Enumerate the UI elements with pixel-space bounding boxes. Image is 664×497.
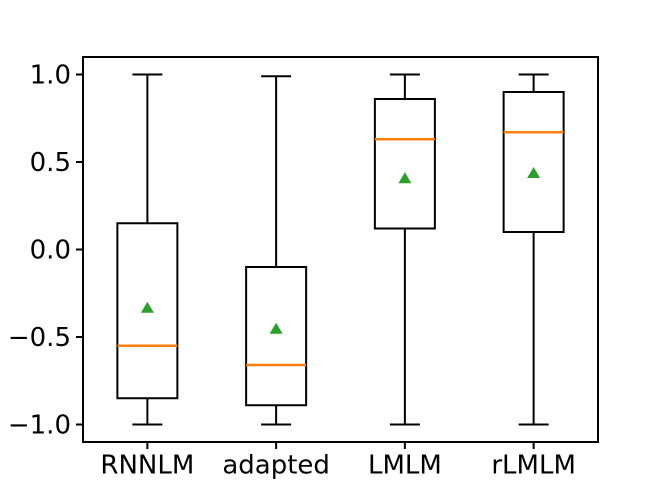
x-tick-label: RNNLM	[100, 451, 194, 481]
y-tick-label: 1.0	[30, 61, 71, 91]
x-tick-label: adapted	[222, 451, 330, 481]
iqr-box-LMLM	[373, 98, 436, 230]
iqr-box-adapted	[245, 266, 308, 407]
iqr-box-rLMLM	[502, 91, 565, 233]
y-tick-label: 0.0	[30, 236, 71, 266]
x-tick-label: LMLM	[368, 451, 442, 481]
y-tick-label: 0.5	[30, 148, 71, 178]
mean-marker	[527, 167, 541, 178]
mean-marker	[269, 322, 283, 334]
x-tick-label: rLMLM	[491, 451, 576, 481]
mean-marker	[398, 172, 412, 184]
y-tick-label: −1.0	[8, 411, 71, 441]
mean-marker	[140, 301, 154, 313]
y-tick-label: −0.5	[8, 323, 71, 353]
